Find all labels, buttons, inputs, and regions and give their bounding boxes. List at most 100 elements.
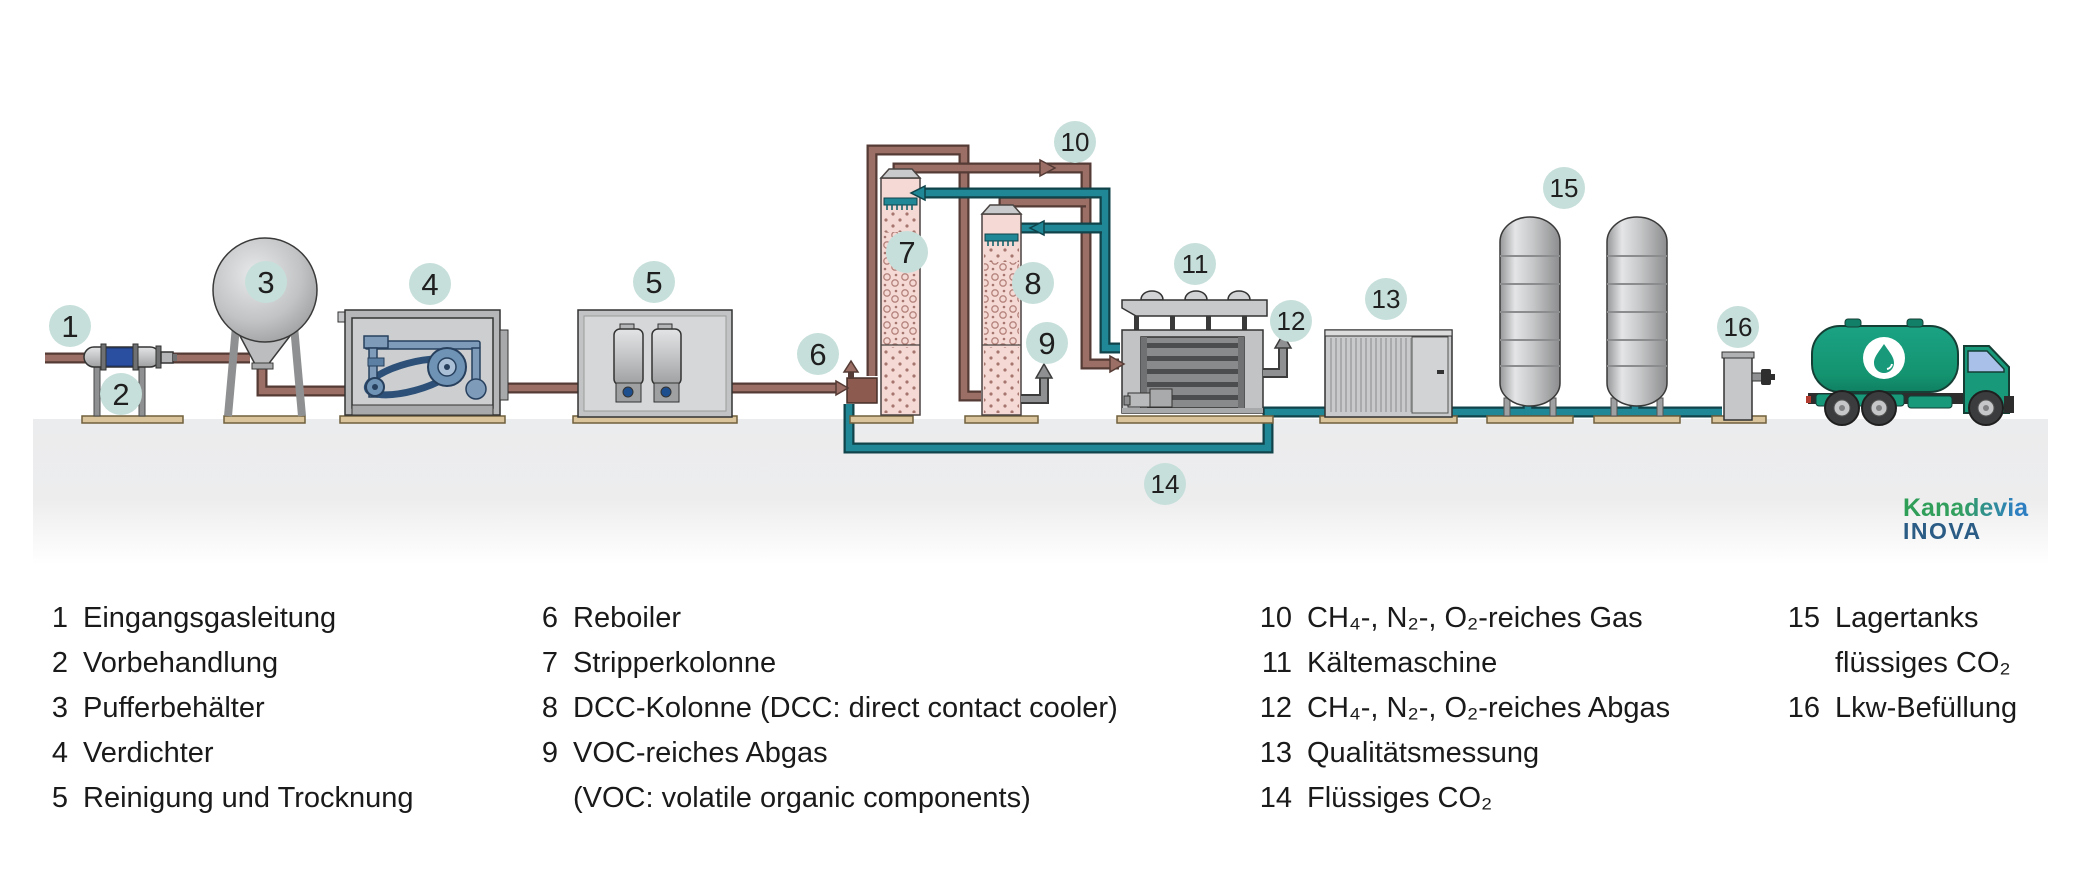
purification-unit (577, 309, 733, 418)
legend-label: DCC-Kolonne (DCC: direct contact cooler) (573, 692, 1118, 724)
legend-item: 16 Lkw-Befüllung (1786, 688, 2017, 733)
legend-label: Eingangsgasleitung (83, 602, 337, 634)
legend-item: 11 Kältemaschine (1258, 643, 1670, 688)
legend-number: 4 (51, 737, 68, 769)
svg-text:13: 13 (1372, 284, 1401, 314)
svg-text:6: 6 (809, 337, 826, 372)
badge-5: 5 (633, 261, 675, 303)
svg-text:15: 15 (1550, 173, 1579, 203)
legend-item: 13 Qualitätsmessung (1258, 733, 1670, 778)
legend-number (524, 778, 558, 823)
ground (33, 419, 2048, 565)
legend-number: 2 (51, 647, 68, 679)
voc-vent-pipe (1021, 362, 1054, 404)
legend-label: Vorbehandlung (83, 647, 279, 679)
legend-number: 8 (541, 692, 558, 724)
reboiler-loop-pipe (866, 144, 981, 402)
legend-number: 13 (1259, 737, 1292, 769)
badge-8: 8 (1012, 262, 1054, 304)
tanker-truck (1806, 318, 2014, 426)
legend-item: 2 Vorbehandlung (34, 643, 414, 688)
stripper-column (879, 168, 922, 416)
badge-6: 6 (797, 333, 839, 375)
truck-wheel (1861, 390, 1897, 426)
truck-filling-station (1721, 351, 1775, 421)
svg-text:16: 16 (1724, 312, 1753, 342)
dryer-cylinder (613, 323, 644, 403)
legend-label: Reboiler (573, 602, 681, 634)
dcc-column (980, 204, 1023, 416)
truck-wheel (1968, 390, 2004, 426)
badge-11: 11 (1174, 243, 1216, 285)
legend-item: 12 CH₄-, N₂-, O₂-reiches Abgas (1258, 688, 1670, 733)
legend-column-2: 6 Reboiler 7 Stripperkolonne 8 DCC-Kolonne … (524, 598, 1118, 823)
kanadevia-inova-logo: Kanadevia INOVA (1903, 494, 2029, 544)
svg-text:11: 11 (1182, 249, 1209, 279)
badge-3: 3 (245, 261, 287, 303)
badge-7: 7 (886, 231, 928, 273)
refrigeration-machine (1121, 290, 1268, 414)
legend-label: Kältemaschine (1307, 647, 1498, 679)
legend-number: 16 (1787, 692, 1820, 724)
badge-15: 15 (1543, 167, 1585, 209)
svg-text:2: 2 (112, 377, 129, 412)
quality-measurement-container (1324, 329, 1453, 418)
legend-item: (VOC: volatile organic components) (524, 778, 1118, 823)
legend-number: 6 (541, 602, 558, 634)
legend-label: Lkw-Befüllung (1835, 692, 2018, 724)
truck-wheel (1824, 390, 1860, 426)
legend-number: 7 (541, 647, 558, 679)
compressor (337, 309, 509, 416)
badge-1: 1 (49, 305, 91, 347)
legend-label: Pufferbehälter (83, 692, 265, 724)
legend-label: Qualitätsmessung (1307, 737, 1540, 769)
legend-label: (VOC: volatile organic components) (573, 782, 1031, 814)
legend-label: Lagertanks (1835, 602, 1979, 634)
badge-9: 9 (1026, 322, 1068, 364)
legend-label: Stripperkolonne (573, 647, 777, 679)
badge-4: 4 (409, 263, 451, 305)
pretreatment-vessel (83, 343, 177, 417)
legend-label: VOC-reiches Abgas (573, 737, 828, 769)
svg-text:1: 1 (61, 309, 78, 344)
legend-item: 5 Reinigung und Trocknung (34, 778, 414, 823)
legend-number: 12 (1259, 692, 1292, 724)
logo-line1: Kanadevia (1903, 494, 2029, 522)
svg-text:3: 3 (257, 265, 274, 300)
process-diagram: Kanadevia INOVA 1 2 3 4 5 6 7 8 9 10 11 … (33, 121, 2048, 565)
svg-text:14: 14 (1151, 469, 1180, 499)
reboiler (842, 359, 878, 404)
legend-label: flüssiges CO₂ (1835, 647, 2011, 679)
dryer-cylinder (651, 323, 682, 403)
legend-number (1786, 643, 1820, 688)
legend-number: 11 (1261, 647, 1292, 679)
flow-arrows (835, 158, 1126, 397)
svg-text:8: 8 (1024, 266, 1041, 301)
legend-label: CH₄-, N₂-, O₂-reiches Abgas (1307, 692, 1671, 724)
badge-14: 14 (1144, 463, 1186, 505)
legend-item: flüssiges CO₂ (1786, 643, 2017, 688)
badge-12: 12 (1270, 300, 1312, 342)
badge-2: 2 (100, 373, 142, 415)
badge-10: 10 (1054, 121, 1096, 163)
storage-tank (1499, 216, 1561, 417)
svg-text:7: 7 (898, 235, 915, 270)
svg-text:12: 12 (1277, 306, 1306, 336)
legend-number: 5 (51, 782, 68, 814)
legend-item: 6 Reboiler (524, 598, 1118, 643)
svg-text:4: 4 (421, 267, 438, 302)
svg-text:5: 5 (645, 265, 662, 300)
svg-text:10: 10 (1061, 127, 1090, 157)
legend-label: Reinigung und Trocknung (83, 782, 414, 814)
badge-16: 16 (1717, 306, 1759, 348)
